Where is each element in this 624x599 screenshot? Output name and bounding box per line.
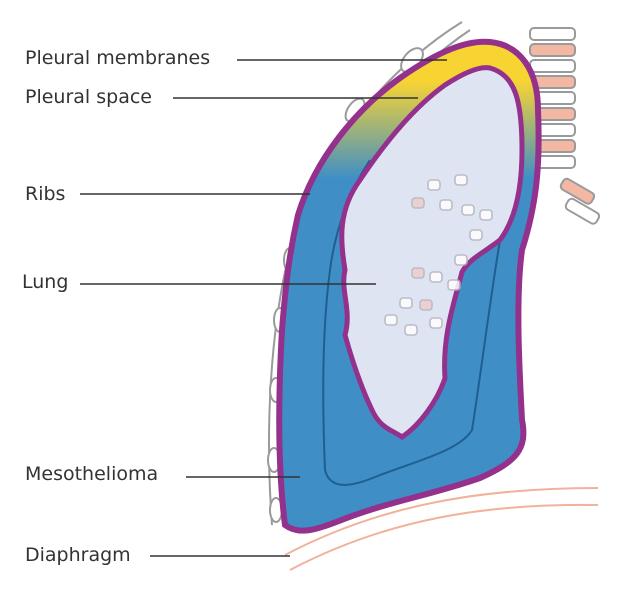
leader-lines [80, 59, 447, 557]
lung [339, 65, 525, 441]
inner-pleura-line [322, 159, 501, 486]
diaphragm [284, 487, 599, 571]
label-mesothelioma: Mesothelioma [25, 463, 159, 485]
label-lung: Lung [22, 271, 69, 293]
label-pleural-membranes: Pleural membranes [25, 47, 211, 69]
label-pleural-space: Pleural space [25, 86, 152, 108]
bronchi [384, 174, 493, 336]
trachea [529, 27, 601, 225]
label-diaphragm: Diaphragm [25, 544, 131, 566]
label-ribs: Ribs [25, 183, 66, 205]
